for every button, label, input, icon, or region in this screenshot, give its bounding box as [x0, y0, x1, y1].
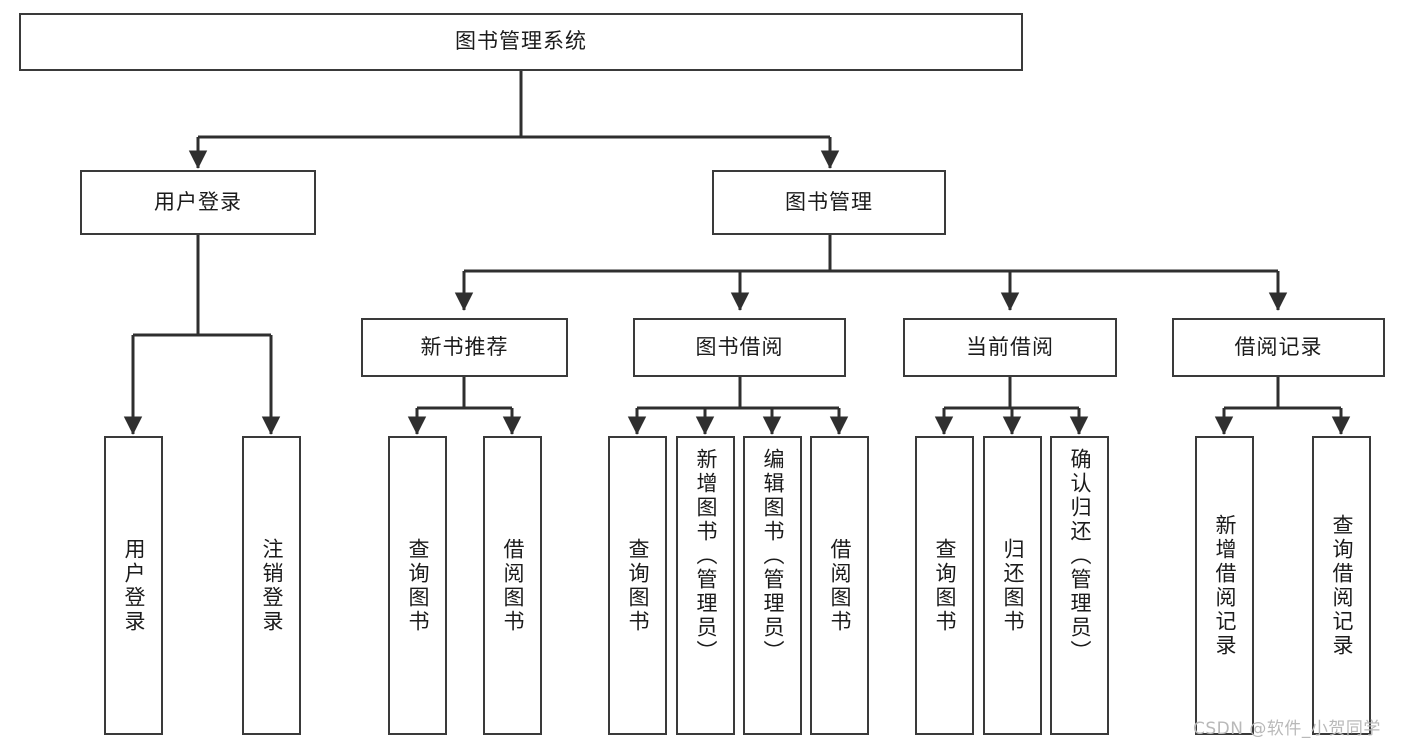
node-user-login[interactable]: 用户登录 [80, 170, 316, 235]
node-label: 借阅记录 [1234, 334, 1323, 359]
watermark-text: CSDN @软件_小贺同学 [1193, 719, 1381, 739]
node-leaf-query-record[interactable]: 查询借阅记录 [1312, 436, 1371, 735]
node-root-system[interactable]: 图书管理系统 [19, 13, 1023, 71]
node-borrow-record[interactable]: 借阅记录 [1172, 318, 1385, 377]
node-leaf-query-book-1[interactable]: 查询图书 [388, 436, 447, 735]
node-book-management[interactable]: 图书管理 [712, 170, 946, 235]
node-label: 图书管理系统 [455, 29, 587, 54]
node-leaf-borrow-book-1[interactable]: 借阅图书 [483, 436, 542, 735]
node-label: 归还图书 [1001, 537, 1025, 634]
node-leaf-add-book[interactable]: 新增图书（管理员） [676, 436, 735, 735]
node-label: 新增图书（管理员） [694, 448, 718, 664]
node-leaf-query-book-2[interactable]: 查询图书 [608, 436, 667, 735]
node-leaf-edit-book[interactable]: 编辑图书（管理员） [743, 436, 802, 735]
node-new-book-recommend[interactable]: 新书推荐 [361, 318, 568, 377]
node-leaf-return-book[interactable]: 归还图书 [983, 436, 1042, 735]
node-label: 确认归还（管理员） [1068, 448, 1092, 664]
node-leaf-query-book-3[interactable]: 查询图书 [915, 436, 974, 735]
node-label: 查询图书 [626, 537, 650, 634]
node-label: 新增借阅记录 [1213, 513, 1237, 658]
node-label: 用户登录 [122, 537, 146, 634]
node-label: 查询借阅记录 [1330, 513, 1354, 658]
node-label: 编辑图书（管理员） [761, 448, 785, 664]
node-leaf-borrow-book-2[interactable]: 借阅图书 [810, 436, 869, 735]
node-label: 注销登录 [260, 537, 284, 634]
node-label: 查询图书 [406, 537, 430, 634]
node-label: 新书推荐 [420, 334, 509, 359]
node-book-borrow[interactable]: 图书借阅 [633, 318, 846, 377]
node-leaf-add-record[interactable]: 新增借阅记录 [1195, 436, 1254, 735]
node-label: 图书管理 [785, 189, 873, 214]
node-leaf-user-login[interactable]: 用户登录 [104, 436, 163, 735]
node-label: 用户登录 [154, 189, 242, 214]
node-label: 当前借阅 [966, 334, 1054, 359]
node-current-borrow[interactable]: 当前借阅 [903, 318, 1117, 377]
node-label: 借阅图书 [501, 537, 525, 634]
node-leaf-confirm-return[interactable]: 确认归还（管理员） [1050, 436, 1109, 735]
node-leaf-user-logout[interactable]: 注销登录 [242, 436, 301, 735]
node-label: 借阅图书 [828, 537, 852, 634]
node-label: 查询图书 [933, 537, 957, 634]
node-label: 图书借阅 [695, 334, 784, 359]
